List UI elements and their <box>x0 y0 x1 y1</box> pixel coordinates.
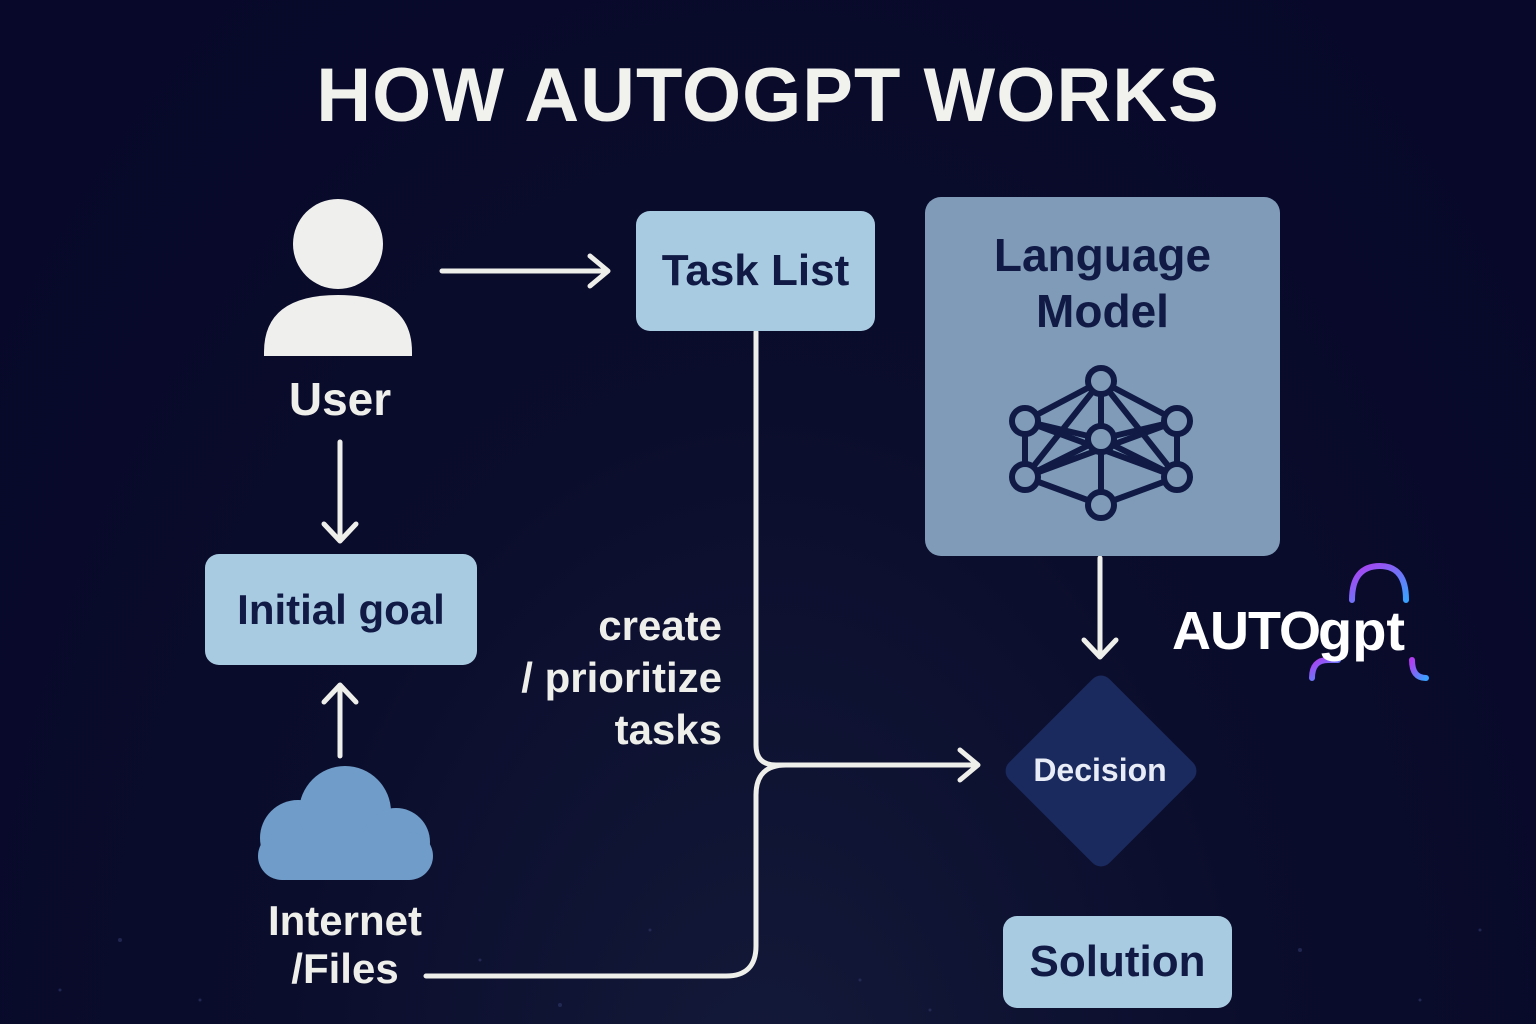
autogpt-logo-suffix: gpt <box>1318 599 1406 662</box>
language-model-label: Language Model <box>993 229 1212 337</box>
autogpt-logo-text: AUTO <box>1172 601 1321 661</box>
create-prioritize-tasks-label: create / prioritize tasks <box>521 602 722 753</box>
neural-network-icon <box>1009 365 1193 521</box>
page-title: HOW AUTOGPT WORKS <box>316 53 1220 138</box>
initial-goal-node: Initial goal <box>205 554 477 665</box>
internet-files-label: Internet /Files <box>267 897 422 992</box>
arrow-internet-to-decision <box>423 762 789 979</box>
arrow-internet-to-initial-goal <box>321 682 359 759</box>
decision-diamond <box>1005 675 1197 867</box>
language-model-node: Language Model <box>925 197 1280 556</box>
arrow-user-to-task-list <box>439 253 611 289</box>
user-icon <box>264 199 412 356</box>
task-list-node: Task List <box>636 211 875 331</box>
arrow-language-model-to-decision <box>1081 555 1119 660</box>
user-label: User <box>288 373 392 425</box>
autogpt-logo <box>1309 562 1429 681</box>
arrow-user-to-initial-goal <box>321 439 359 544</box>
cloud-icon <box>258 766 433 880</box>
decision-label: Decision <box>1033 752 1167 788</box>
background-network-decoration <box>58 928 1482 1012</box>
solution-node: Solution <box>1003 916 1232 1008</box>
